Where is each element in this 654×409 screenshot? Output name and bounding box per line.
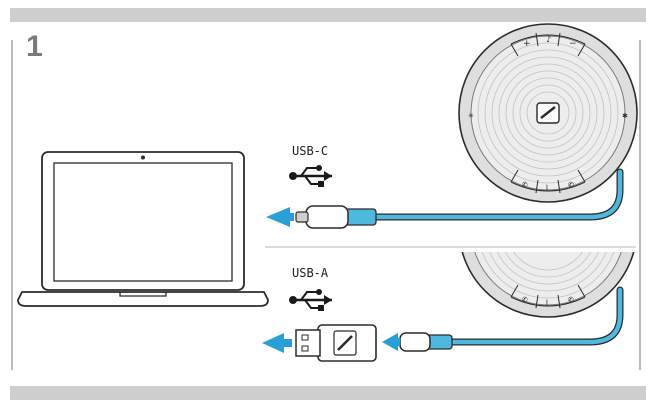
call-end-icon: ✆ xyxy=(568,296,574,304)
webcam-icon xyxy=(141,155,145,160)
laptop-base xyxy=(17,291,269,307)
usb-c-cable xyxy=(266,168,624,229)
usb-a-plug xyxy=(295,329,321,357)
arrow-left-icon xyxy=(262,333,284,353)
speakerphone-lower: ✆ ᛒ ✆ xyxy=(461,252,635,318)
usb-a-label: USB-A xyxy=(292,266,329,280)
top-bar xyxy=(10,8,646,22)
call-accept-icon: ✆ xyxy=(522,296,528,304)
call-end-icon: ✆ xyxy=(568,181,574,189)
step-number: 1 xyxy=(26,30,43,63)
bluetooth-icon: ᛒ xyxy=(545,184,549,192)
volume-down-icon: − xyxy=(569,39,577,49)
usb-c-label: USB-C xyxy=(292,144,329,158)
call-accept-icon: ✆ xyxy=(522,181,528,189)
usb-a-cable xyxy=(262,286,624,362)
frame xyxy=(10,8,646,400)
speaker-bottom-buttons: ✆ ᛒ ✆ xyxy=(510,169,586,194)
laptop-trackpad-notch xyxy=(119,292,167,297)
volume-up-icon: + xyxy=(523,39,531,49)
arrow-left-icon xyxy=(266,207,290,227)
mic-mute-icon: ♪ xyxy=(546,35,551,44)
usb-icon xyxy=(289,165,332,187)
usb-c-tip xyxy=(295,211,309,223)
speakerphone-upper: + ♪ − ✆ ᛒ ✆ ✳ ✱ xyxy=(458,23,638,203)
usb-c-plug xyxy=(399,332,431,352)
usb-c-strain-relief xyxy=(343,208,377,226)
laptop-lid xyxy=(41,151,245,291)
speaker-top-buttons: + ♪ − xyxy=(510,32,586,57)
bottom-bar xyxy=(10,386,646,400)
laptop-screen xyxy=(53,162,233,282)
laptop xyxy=(17,151,269,307)
side-button-left-icon: ✳ xyxy=(468,112,474,120)
bluetooth-icon: ᛒ xyxy=(545,299,549,307)
usb-c-plug xyxy=(305,205,349,229)
usb-a-adapter xyxy=(295,324,377,362)
side-button-right-icon: ✱ xyxy=(622,112,628,120)
usb-icon xyxy=(289,289,332,311)
